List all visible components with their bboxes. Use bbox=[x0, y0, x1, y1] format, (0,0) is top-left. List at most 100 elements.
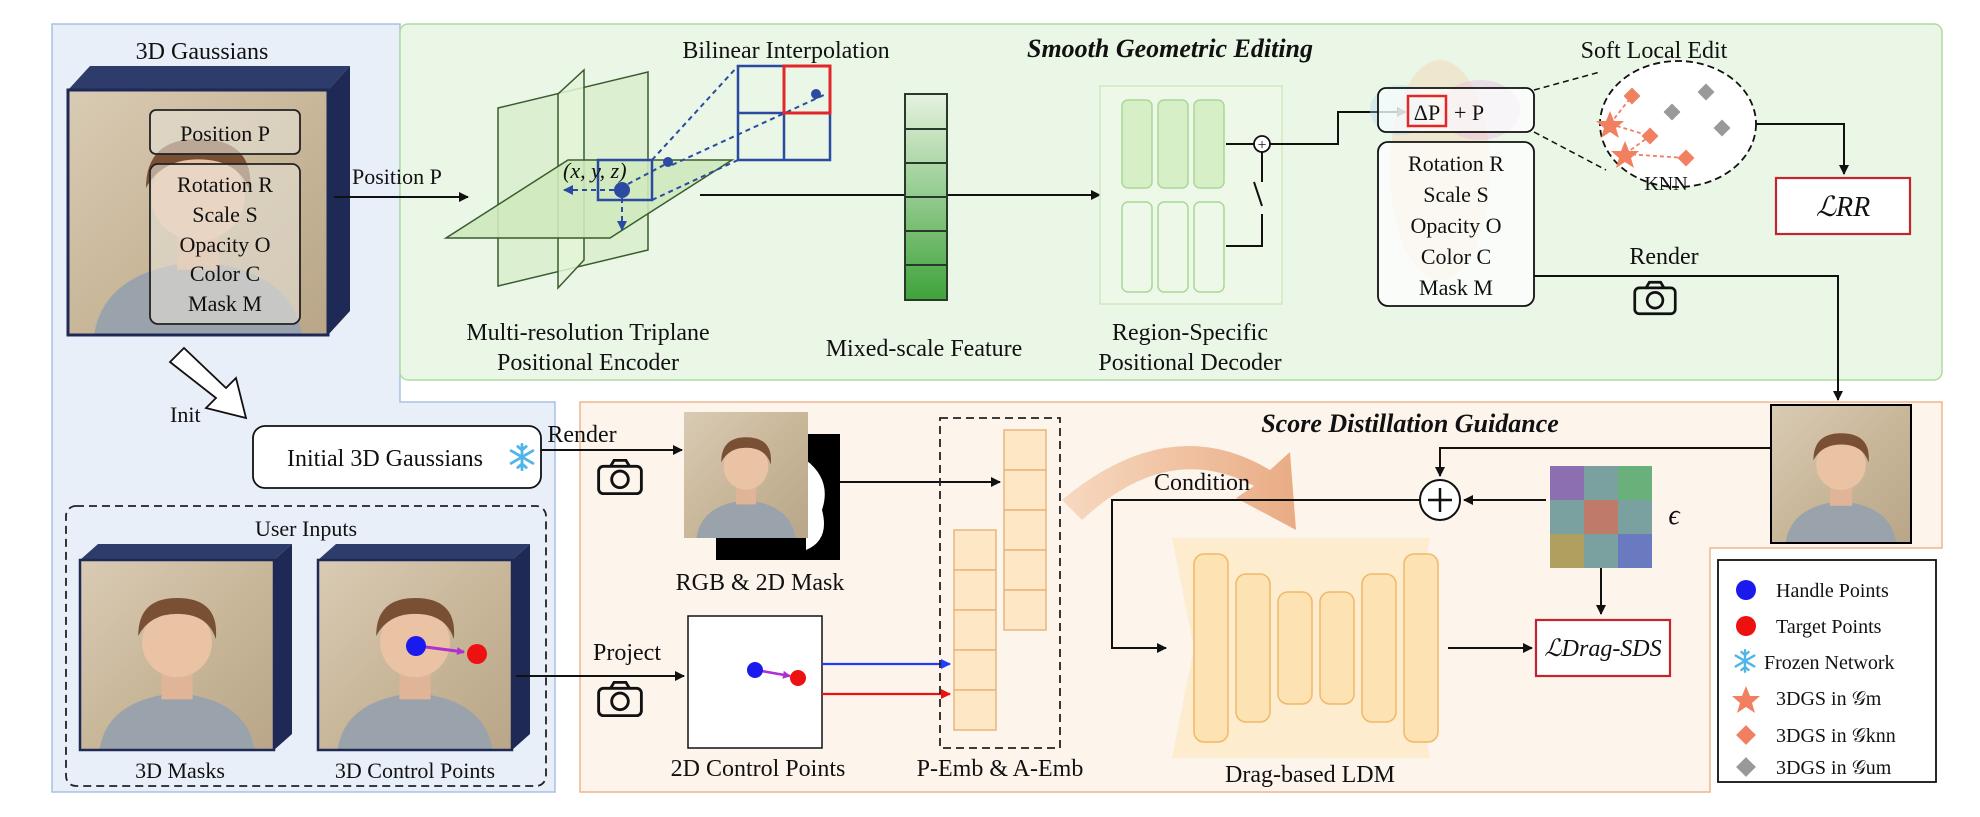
mixed-feature-caption: Mixed-scale Feature bbox=[826, 336, 1023, 362]
top-panel-title: Smooth Geometric Editing bbox=[1027, 34, 1313, 63]
legend-frozen-label: Frozen Network bbox=[1764, 652, 1895, 674]
gaussians-title: 3D Gaussians bbox=[136, 39, 269, 65]
xyz-point bbox=[614, 182, 630, 198]
bilinear-guide-1 bbox=[651, 65, 739, 161]
decoder-caption-2: Positional Decoder bbox=[1098, 350, 1281, 376]
plus-p-text: + P bbox=[1454, 100, 1484, 125]
attr-scale: Scale S bbox=[192, 202, 257, 227]
soft-edit-region bbox=[1599, 60, 1757, 188]
xyz-arrow-diag bbox=[627, 164, 665, 185]
soft-local-edit-label: Soft Local Edit bbox=[1581, 38, 1728, 64]
loss-sds-box bbox=[1534, 618, 1672, 678]
attr-mask: Mask M bbox=[188, 291, 262, 316]
legend-gknn-label: 3DGS in 𝒢knn bbox=[1776, 725, 1896, 747]
bilinear-guide-2 bbox=[651, 159, 739, 201]
decoder-bottom-branch bbox=[1226, 152, 1263, 247]
xyz-label: (x, y, z) bbox=[563, 158, 627, 183]
legend-handle-label: Handle Points bbox=[1776, 580, 1889, 602]
grid-sample-point bbox=[663, 157, 673, 167]
legend-gm-label: 3DGS in 𝒢m bbox=[1776, 688, 1882, 710]
legend-handle-marker bbox=[1736, 580, 1756, 600]
top-render-label: Render bbox=[1629, 244, 1698, 270]
output-attr-scale: Scale S bbox=[1423, 182, 1488, 207]
position-attr-text: Position P bbox=[180, 121, 270, 146]
gaussians-cube bbox=[66, 66, 350, 337]
user-inputs-box bbox=[65, 505, 547, 787]
render-to-output-arrow bbox=[1534, 275, 1843, 401]
position-input-label: Position P bbox=[352, 164, 442, 189]
bilinear-highlight bbox=[782, 64, 832, 115]
positional-decoder bbox=[1099, 85, 1283, 305]
embedding-dash-box bbox=[939, 417, 1061, 749]
loss-rr-box bbox=[1774, 176, 1912, 236]
add-to-ldm-arrow bbox=[1111, 499, 1420, 653]
output-attr-opacity: Opacity O bbox=[1410, 213, 1501, 238]
mask-cube bbox=[78, 544, 292, 752]
output-attr-box bbox=[1377, 141, 1535, 307]
embedding-caption: P-Emb & A-Emb bbox=[917, 756, 1084, 782]
gm-star-1 bbox=[1596, 111, 1624, 138]
bilinear-label: Bilinear Interpolation bbox=[682, 38, 889, 64]
deltap-text: ΔP bbox=[1414, 100, 1440, 125]
bottom-panel-title: Score Distillation Guidance bbox=[1261, 409, 1559, 438]
noise-epsilon: ϵ bbox=[1668, 500, 1681, 531]
control-handle-point bbox=[406, 636, 426, 656]
legend-gknn-diamond bbox=[1736, 725, 1756, 745]
control-2d-handle bbox=[747, 662, 763, 678]
triplane-caption-1: Multi-resolution Triplane bbox=[466, 320, 709, 346]
rendered-edit-image bbox=[1770, 404, 1912, 544]
rgb-mask-caption: RGB & 2D Mask bbox=[676, 570, 845, 596]
control-cube bbox=[316, 544, 530, 752]
legend-gum-diamond bbox=[1736, 757, 1756, 777]
initial-gaussians-text: Initial 3D Gaussians bbox=[287, 446, 483, 472]
rendered-to-add-arrow bbox=[1435, 447, 1770, 477]
soft-edit-to-loss-arrow bbox=[1756, 123, 1849, 175]
loss-rr-text: ℒRR bbox=[1816, 192, 1870, 223]
deltap-box bbox=[1377, 87, 1535, 133]
init-arrow bbox=[168, 346, 248, 420]
mask-caption: 3D Masks bbox=[135, 758, 225, 783]
bilinear-guide-3 bbox=[671, 93, 827, 166]
output-attr-mask: Mask M bbox=[1419, 275, 1493, 300]
deltap-highlight bbox=[1406, 94, 1448, 128]
user-inputs-title: User Inputs bbox=[255, 516, 357, 541]
output-attr-rotation: Rotation R bbox=[1408, 151, 1504, 176]
legend-gm-star bbox=[1732, 686, 1760, 713]
knn-label: KNN bbox=[1644, 173, 1687, 195]
initial-gaussians-box bbox=[252, 425, 542, 489]
decoder-to-deltap-arrow bbox=[1270, 107, 1407, 145]
zoom-line-1 bbox=[1533, 71, 1601, 91]
p-emb-stack bbox=[953, 529, 997, 731]
position-attr-box bbox=[149, 109, 301, 155]
attr-opacity: Opacity O bbox=[179, 232, 270, 257]
legend-gum-label: 3DGS in 𝒢um bbox=[1776, 757, 1892, 779]
attr-list-box bbox=[149, 163, 301, 325]
bottom-render-label: Render bbox=[547, 422, 616, 448]
triplane-encoder bbox=[443, 68, 735, 290]
decoder-caption-1: Region-Specific bbox=[1112, 320, 1268, 346]
a-emb-stack bbox=[1003, 429, 1047, 631]
rgb-mask-images bbox=[684, 412, 840, 560]
decoder-sum-symbol: + bbox=[1257, 137, 1266, 154]
init-label: Init bbox=[170, 402, 201, 427]
bilinear-point bbox=[811, 89, 821, 99]
loss-sds-text: ℒDrag-SDS bbox=[1544, 636, 1661, 662]
project-label: Project bbox=[593, 640, 661, 666]
control-caption: 3D Control Points bbox=[335, 758, 495, 783]
control-2d-caption: 2D Control Points bbox=[671, 756, 846, 782]
noise-image bbox=[1550, 466, 1652, 568]
control-target-point bbox=[467, 644, 487, 664]
condition-label: Condition bbox=[1154, 470, 1250, 496]
legend-box bbox=[1717, 559, 1937, 783]
gm-star-2 bbox=[1611, 141, 1639, 168]
attr-color: Color C bbox=[190, 261, 260, 286]
legend-target-marker bbox=[1736, 616, 1756, 636]
ldm-blocks bbox=[1193, 553, 1439, 743]
zoom-line-2 bbox=[1533, 131, 1607, 171]
attr-rotation: Rotation R bbox=[177, 172, 273, 197]
ldm-caption: Drag-based LDM bbox=[1225, 762, 1395, 788]
mixed-scale-column bbox=[904, 93, 948, 301]
output-attr-color: Color C bbox=[1421, 244, 1491, 269]
legend-target-label: Target Points bbox=[1776, 616, 1882, 638]
